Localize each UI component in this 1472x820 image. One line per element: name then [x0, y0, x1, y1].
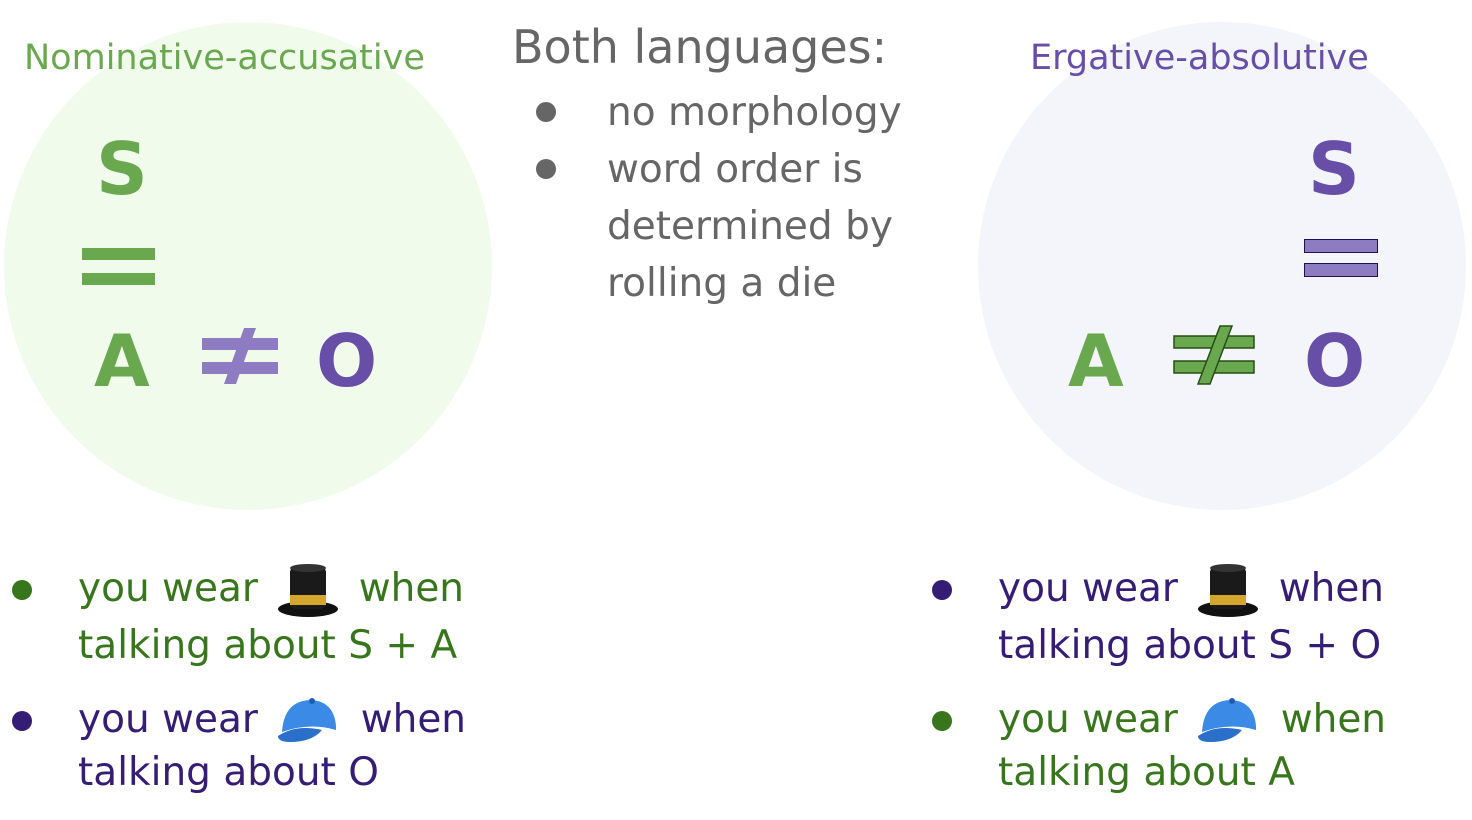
right-o-label: O	[1304, 319, 1366, 403]
bullet-dot	[932, 710, 952, 731]
right-heading: Ergative-absolutive	[1030, 38, 1369, 78]
left-s-label: S	[96, 127, 148, 211]
bullet-dot	[12, 710, 32, 731]
list-item: no morphology	[530, 84, 937, 141]
left-not-equal-sign	[202, 328, 278, 384]
cap-icon	[1198, 698, 1257, 742]
left-o-label: O	[316, 319, 378, 403]
right-rules-list: you wear when talking about S + O you we…	[926, 562, 1386, 820]
bullet-dot	[536, 159, 556, 179]
top-hat-icon	[1198, 563, 1259, 617]
list-item: word order is determined by rolling a di…	[530, 141, 937, 312]
list-item: you wear when talking about S + O	[926, 562, 1386, 672]
left-a-label: A	[94, 319, 150, 403]
cap-icon	[278, 698, 337, 742]
list-item: you wear when talking about A	[926, 693, 1386, 800]
right-not-equal-sign	[1173, 325, 1255, 385]
list-item: you wear when talking about S + A	[6, 562, 466, 672]
middle-bullet-list: no morphology word order is determined b…	[530, 84, 937, 312]
left-rules-list: you wear when talking about S + A you we…	[6, 562, 466, 820]
bullet-dot	[536, 102, 556, 122]
left-heading: Nominative-accusative	[24, 38, 425, 78]
right-s-label: S	[1308, 127, 1360, 211]
right-circle-background	[978, 22, 1466, 510]
top-hat-icon	[278, 563, 339, 617]
bullet-dot	[932, 580, 952, 600]
middle-title: Both languages:	[512, 20, 888, 74]
left-circle-background	[4, 22, 492, 510]
list-item: you wear when talking about O	[6, 693, 466, 800]
right-a-label: A	[1068, 319, 1124, 403]
bullet-dot	[12, 580, 32, 600]
